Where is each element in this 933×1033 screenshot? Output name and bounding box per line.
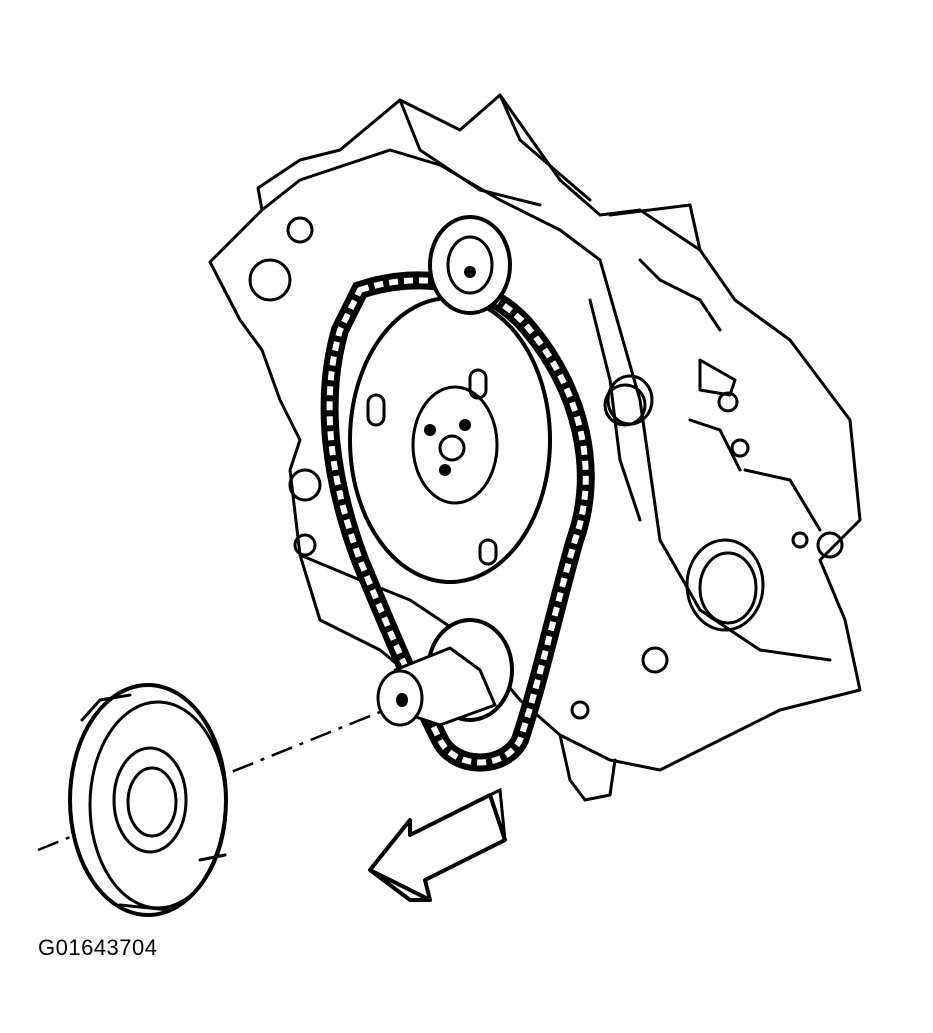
sprocket-slot-1 [366,393,386,427]
reluctor-ring-bore [112,746,188,854]
camshaft-hub [411,385,499,505]
bolt-hole-8 [641,646,669,674]
bolt-hole-2 [248,258,292,302]
bolt-hole-5 [603,383,647,427]
camshaft-sprocket [348,296,552,584]
oil-seal-bore [685,538,765,632]
figure-reference-code: G01643704 [38,935,158,960]
bolt-hole-11 [570,700,590,720]
bolt-hole-9 [791,531,809,549]
upper-idler-sprocket [428,215,512,315]
bolt-hole-4 [293,533,317,557]
bolt-hole-6 [717,391,739,413]
bolt-hole-3 [288,468,322,502]
bolt-hole-7 [730,438,750,458]
crankshaft-reluctor-ring [68,683,228,917]
timing-chain [320,271,595,772]
bolt-hole-10 [816,531,844,559]
crankshaft-sprocket [376,618,514,727]
removal-direction-arrow [368,787,507,902]
bolt-hole-1 [286,216,314,244]
